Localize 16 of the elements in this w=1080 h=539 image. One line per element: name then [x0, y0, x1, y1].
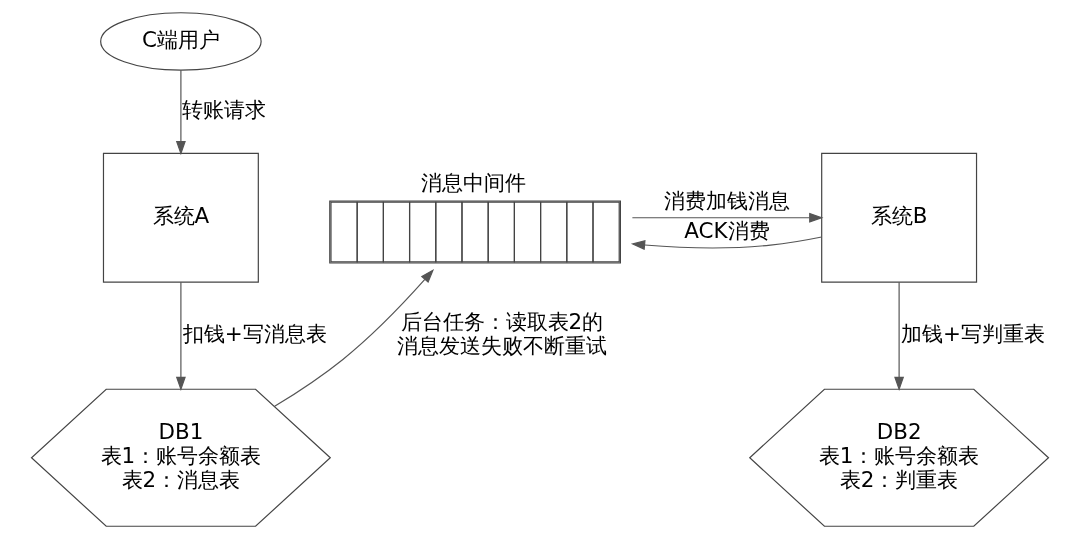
arrow [631, 212, 824, 223]
edge-label: 转账请求 [182, 96, 267, 122]
arrow [175, 69, 186, 156]
edge-label: 扣钱+写消息表 [182, 320, 327, 346]
node-box: 系统B [821, 152, 978, 283]
node-ellipse: C端用户 [100, 12, 262, 71]
arrow [894, 281, 905, 391]
arrow [274, 269, 435, 407]
arrow [175, 281, 186, 391]
edge-label: 加钱+写判重表 [900, 320, 1045, 346]
node-label: 消息中间件 [420, 169, 526, 195]
edge-label: ACK消费 [684, 218, 770, 244]
edge-label: 消费加钱消息 [664, 187, 790, 213]
node-box: 系统A [102, 152, 259, 283]
edge-label: 后台任务：读取表2的消息发送失败不断重试 [396, 308, 607, 358]
arrow [630, 236, 823, 250]
